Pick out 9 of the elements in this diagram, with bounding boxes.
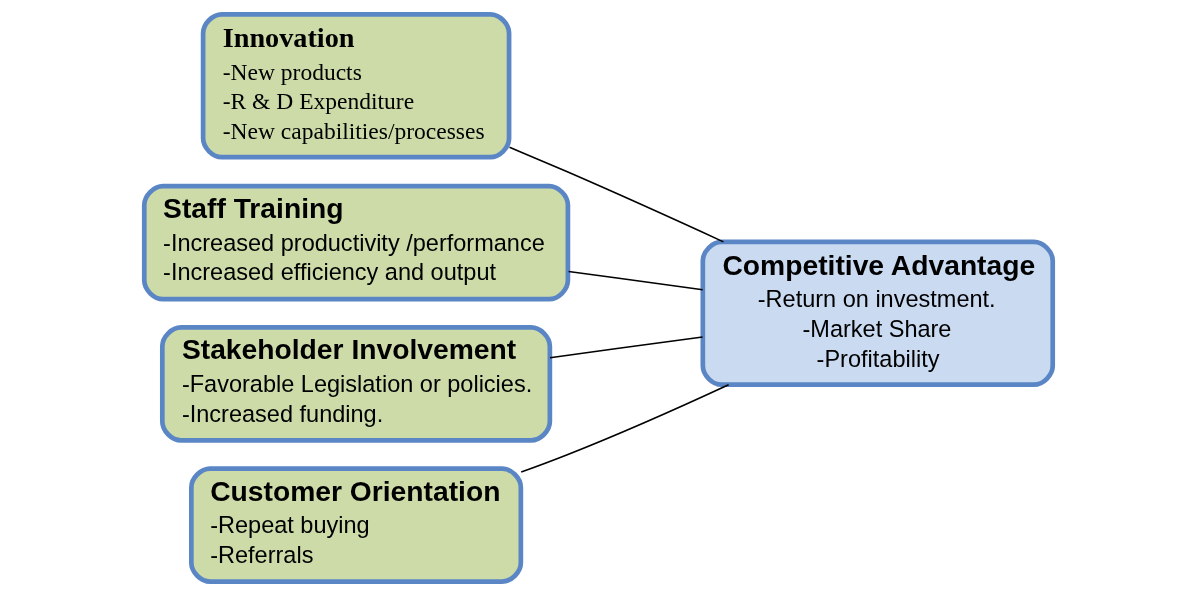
node-box: Customer Orientation -Repeat buying -Referrals (188, 466, 523, 584)
connector (519, 383, 729, 473)
connector (548, 336, 703, 359)
node-box: Competitive Advantage -Return on investment. -Market Share -Profitability (700, 239, 1055, 388)
node-box: Staff Training -Increased productivity /performance -Increased efficiency and output (141, 183, 570, 302)
node-box: Innovation -New products -R & D Expenditure -New capabilities/processes (200, 12, 511, 160)
connector (567, 270, 703, 291)
connector (508, 146, 724, 243)
node-box: Stakeholder Involvement -Favorable Legislation or policies. -Increased funding. (159, 325, 552, 443)
